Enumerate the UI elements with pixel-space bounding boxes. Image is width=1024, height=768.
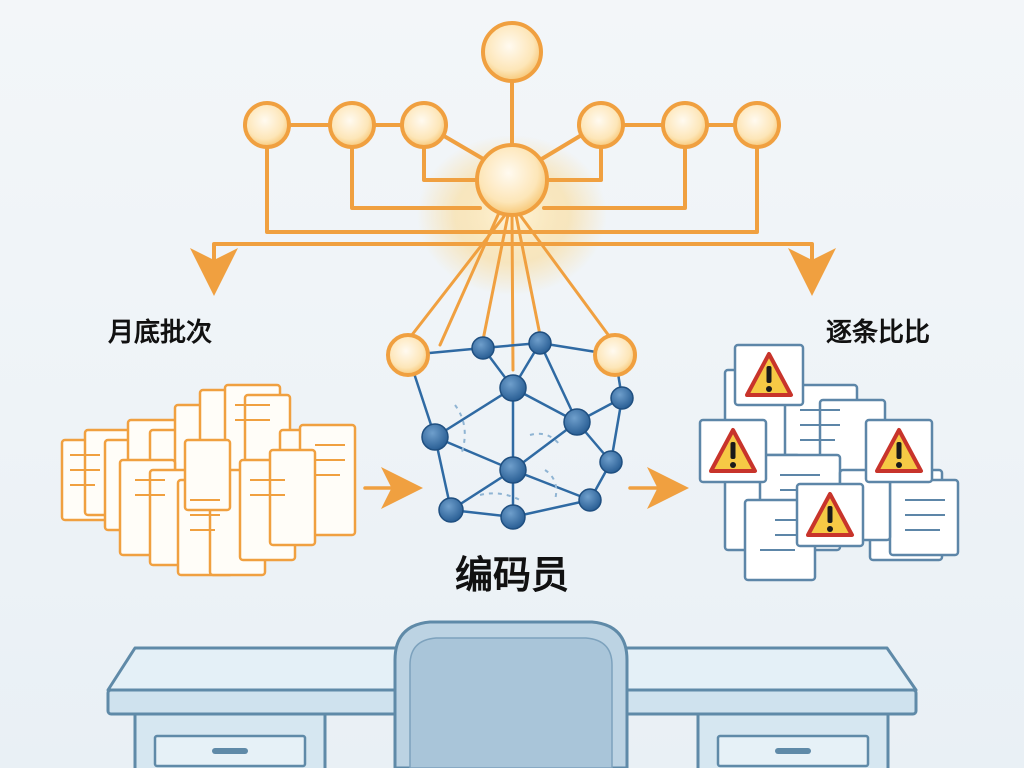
document-stack-icon	[60, 383, 357, 577]
network-edge	[512, 468, 591, 502]
warning-mark	[766, 366, 772, 383]
network-edge	[434, 386, 514, 439]
warning-mark	[827, 506, 833, 523]
network-node	[471, 336, 495, 360]
right-node-2	[661, 101, 709, 149]
left-label: 月底批次	[107, 317, 212, 348]
network-input-node	[593, 333, 637, 377]
drawer-handle	[212, 748, 248, 754]
top-node	[481, 21, 543, 83]
inner-right-diag	[538, 134, 582, 162]
center-label: 编码员	[455, 553, 569, 597]
network-edge	[512, 498, 591, 519]
right-label: 逐条比比	[826, 318, 930, 348]
neural-network-icon	[386, 331, 637, 530]
network-input-node	[386, 333, 430, 377]
warning-dot	[896, 462, 902, 468]
doc-sheet	[888, 478, 960, 557]
network-node	[578, 488, 602, 512]
right-node-1	[577, 101, 625, 149]
network-node	[421, 423, 449, 451]
doc-sheet	[183, 438, 232, 512]
beam-2	[481, 213, 510, 342]
network-edge	[538, 342, 579, 423]
network-node	[563, 408, 591, 436]
chair-back-inner	[409, 637, 613, 768]
warning-dot	[827, 526, 833, 532]
hub-node	[475, 143, 549, 217]
doc-sheet	[268, 448, 317, 547]
u-connector-1	[350, 146, 482, 210]
inner-right-connector	[546, 146, 603, 182]
network-dotted-path	[529, 432, 561, 446]
beam-3	[510, 213, 515, 372]
warning-document-stack-icon	[698, 343, 960, 582]
network-dotted-path	[544, 469, 558, 501]
org-hierarchy-icon	[190, 21, 836, 372]
warning-card	[733, 343, 805, 407]
network-node	[500, 504, 526, 530]
network-edge	[434, 435, 514, 472]
beam-6	[438, 213, 500, 347]
network-node	[528, 331, 552, 355]
warning-card	[698, 418, 768, 484]
drawer-handle	[775, 748, 811, 754]
left-node-1	[243, 101, 291, 149]
inner-left-diag	[442, 134, 487, 162]
network-node	[499, 456, 527, 484]
network-node	[599, 450, 623, 474]
network-node	[499, 374, 527, 402]
left-node-3	[400, 101, 448, 149]
branch-left	[190, 242, 514, 296]
warning-mark	[896, 442, 902, 459]
chair-icon	[393, 620, 629, 768]
u-connector-2	[542, 146, 687, 210]
inner-left-connector	[422, 146, 480, 182]
warning-card	[864, 418, 934, 484]
beam-5	[518, 213, 614, 342]
left-node-2	[328, 101, 376, 149]
beam-4	[514, 213, 542, 337]
network-dotted-path	[479, 492, 521, 501]
branch-right	[510, 242, 836, 296]
warning-dot	[730, 462, 736, 468]
right-node-3	[733, 101, 781, 149]
network-node	[438, 497, 464, 523]
warning-mark	[730, 442, 736, 459]
warning-card	[795, 482, 865, 548]
warning-dot	[766, 386, 772, 392]
network-node	[610, 386, 634, 410]
